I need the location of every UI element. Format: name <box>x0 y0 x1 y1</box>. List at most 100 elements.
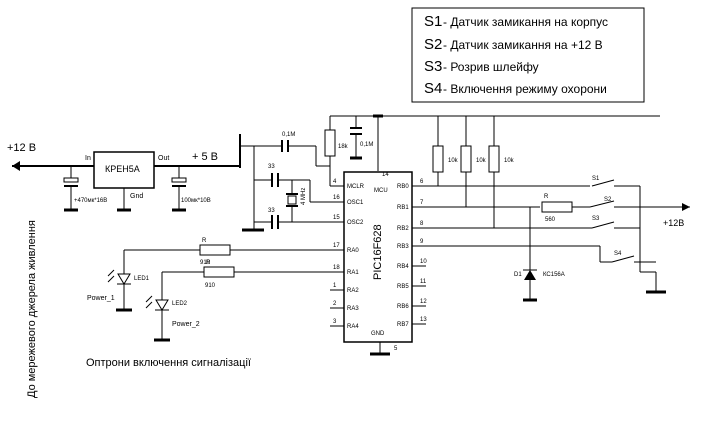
regulator-kren5a: КРЕН5А In Out Gnd <box>85 151 169 212</box>
switch-s3: S3 <box>591 216 640 229</box>
legend-id-4: S4 <box>424 80 442 97</box>
pullup-3-label: 10k <box>504 158 515 164</box>
mcu-label: MCU <box>374 188 388 194</box>
decoupling-capacitor: 0,1М <box>350 114 383 160</box>
led1-circuit: R 910 LED1 Power_1 <box>87 238 344 312</box>
s4-label: S4 <box>614 251 622 257</box>
pin-number: 18 <box>333 265 340 271</box>
regulator-gnd: Gnd <box>130 193 143 200</box>
pin-number: 7 <box>420 200 424 206</box>
pin-name: MCLR <box>347 184 365 190</box>
led2-label: LED2 <box>172 301 188 307</box>
mcu-gnd-pin: 5 <box>394 346 398 352</box>
decouple-cap-label: 0,1М <box>360 142 373 148</box>
power1-label: Power_1 <box>87 295 115 302</box>
r-led2-name: R <box>206 260 211 266</box>
legend-text-4: - Включення режиму охорони <box>443 82 607 96</box>
r-led2-val: 910 <box>205 283 216 289</box>
pin-name: RB1 <box>397 205 409 211</box>
pin-number: 3 <box>333 319 337 325</box>
pin-name: RA1 <box>347 270 359 276</box>
led2-circuit: R 910 LED2 Power_2 <box>145 260 344 342</box>
regulator-in: In <box>85 155 91 162</box>
input-capacitor: +470мк*16В <box>63 166 107 212</box>
s2-label: S2 <box>604 197 612 203</box>
output-power-rail: + 5 В 100мк*10В <box>154 134 241 212</box>
mcu-pic16f628: PIC16F628 MCU 14 GND 5 4MCLR16OSC115OSC2… <box>330 171 427 356</box>
legend-box: S1 - Датчик замикання на корпус S2 - Дат… <box>411 7 645 103</box>
pin-number: 15 <box>333 215 340 221</box>
pin-name: RB6 <box>397 304 409 310</box>
legend-text-1: - Датчик замикання на корпус <box>443 15 608 29</box>
switch-s4: S4 <box>611 251 656 263</box>
vcc-label: + 5 В <box>192 151 218 163</box>
output-cap-label: 100мк*10В <box>181 198 211 204</box>
mclr-capacitor: 0,1М <box>281 132 295 152</box>
pullup-resistors: 10k 10k 10k <box>432 116 515 228</box>
pin-name: RA0 <box>347 248 359 254</box>
pin-number: 10 <box>420 259 427 265</box>
s2-input-circuit: R 560 D1 КС156А <box>514 194 590 302</box>
optron-label: Оптрони включення сигналізації <box>86 357 251 369</box>
pin-number: 11 <box>420 279 427 285</box>
crystal-label: 4 MHz <box>301 188 307 205</box>
mcu-vdd-pin: 14 <box>382 172 389 178</box>
pin-name: RB3 <box>397 244 409 250</box>
pin-name: RA3 <box>347 306 359 312</box>
legend-id-1: S1 <box>424 13 442 30</box>
pullup-1-label: 10k <box>448 158 459 164</box>
mcu-name: PIC16F628 <box>372 224 384 280</box>
pullup-2-label: 10k <box>476 158 487 164</box>
pin-name: RA4 <box>347 324 359 330</box>
input-12v-label: +12 В <box>7 142 36 154</box>
oscillator-circuit: 33 33 4 MHz <box>242 146 344 232</box>
pin-number: 12 <box>420 299 427 305</box>
legend-text-3: - Розрив шлейфу <box>443 60 539 74</box>
mclr-resistor-label: 18k <box>338 144 349 150</box>
pin-number: 1 <box>333 283 337 289</box>
pin-name: OSC2 <box>347 220 364 226</box>
pin-number: 2 <box>333 301 337 307</box>
pin-name: RB7 <box>397 322 409 328</box>
regulator-name: КРЕН5А <box>105 164 140 174</box>
led1-label: LED1 <box>134 276 150 282</box>
pin-number: 6 <box>420 179 424 185</box>
pin-number: 13 <box>420 317 427 323</box>
osc2-cap-label: 33 <box>268 208 275 214</box>
mclr-resistor: 18k <box>324 116 349 186</box>
pin-name: RB5 <box>397 284 409 290</box>
mcu-gnd-label: GND <box>371 331 385 337</box>
out12-label: +12В <box>663 218 684 228</box>
r-led1-name: R <box>202 238 207 244</box>
input-cap-label: +470мк*16В <box>74 198 107 204</box>
diode-label: D1 <box>514 272 522 278</box>
r-led1-val: 910 <box>200 260 211 266</box>
pin-name: RB2 <box>397 226 409 232</box>
pin-number: 4 <box>333 179 337 185</box>
pin-number: 17 <box>333 243 340 249</box>
pin-name: RB4 <box>397 264 409 270</box>
power-input: +12 В До мережевого джерела живлення <box>7 142 94 398</box>
s2-resistor-name: R <box>544 194 549 200</box>
zener-label: КС156А <box>543 272 565 278</box>
s1-label: S1 <box>592 176 600 182</box>
pin-number: 16 <box>333 195 340 201</box>
output-12v: +12В <box>663 203 690 228</box>
s2-resistor-val: 560 <box>545 217 556 223</box>
pin-number: 9 <box>420 239 424 245</box>
s3-label: S3 <box>592 216 600 222</box>
legend-id-3: S3 <box>424 58 442 75</box>
pin-name: RB0 <box>397 184 409 190</box>
